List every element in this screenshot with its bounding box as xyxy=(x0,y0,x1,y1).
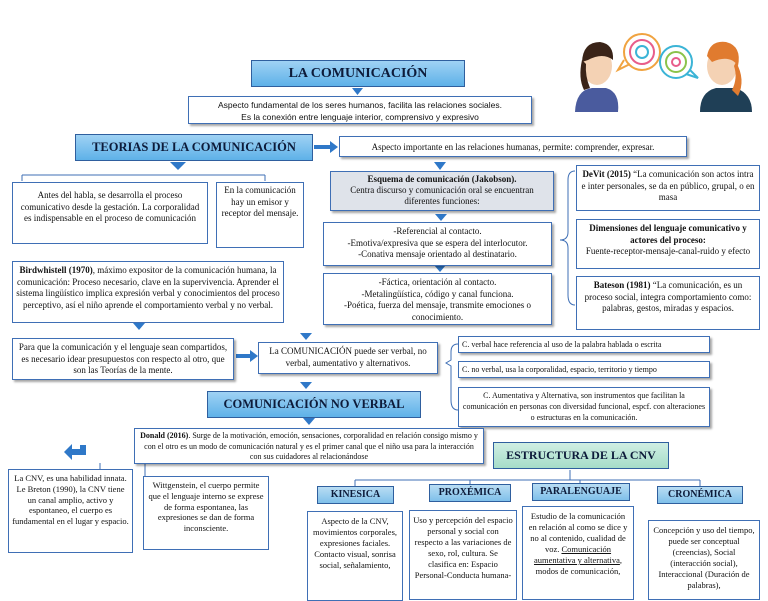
bateson-box: Bateson (1981) “La comunicación, es un p… xyxy=(576,276,760,330)
jakobson-title: Esquema de comunicación (Jakobson). xyxy=(367,174,516,184)
intro-line-1: Aspecto fundamental de los seres humanos… xyxy=(192,99,528,111)
proxemics-label: PROXÉMICA xyxy=(429,484,511,502)
donald-text: . Surge de la motivación, emoción, sensa… xyxy=(144,431,478,461)
birdwhistell-author: Birdwhistell (1970) xyxy=(20,265,93,275)
dimensions-title: Dimensiones del lenguaje comunicativo y … xyxy=(589,223,747,245)
function-referential: -Referencial al contacto. xyxy=(327,226,548,238)
jakobson-functions-2: -Fáctica, orientación al contacto. -Meta… xyxy=(323,273,552,325)
main-title: LA COMUNICACIÓN xyxy=(251,60,465,87)
structure-title: ESTRUCTURA DE LA CNV xyxy=(493,442,669,469)
donald-author: Donald (2016) xyxy=(140,431,188,440)
kinesics-label: KINESICA xyxy=(317,486,394,504)
mind-theory-box: Para que la comunicación y el lenguaje s… xyxy=(12,338,234,380)
function-emotive: -Emotiva/expresiva que se espera del int… xyxy=(327,238,548,250)
function-phatic: -Fáctica, orientación al contacto. xyxy=(327,277,548,289)
function-metalinguistic: -Metalingüística, código y canal funcion… xyxy=(327,289,548,301)
intro-line-2: Es la conexión entre lenguaje interior, … xyxy=(192,111,528,123)
augmentative-box: C. Aumentativa y Alternativa, son instru… xyxy=(458,387,710,427)
theories-title: TEORIAS DE LA COMUNICACIÓN xyxy=(75,134,313,161)
paralanguage-label: PARALENGUAJE xyxy=(532,483,630,501)
intro-box: Aspecto fundamental de los seres humanos… xyxy=(188,96,532,124)
devit-author: DeVit (2015) xyxy=(582,169,630,179)
sender-receiver-box: En la comunicación hay un emisor y recep… xyxy=(216,182,304,248)
bateson-author: Bateson (1981) xyxy=(594,280,651,290)
jakobson-text: Centra discurso y comunicación oral se e… xyxy=(334,185,550,207)
function-poetic: -Poética, fuerza del mensaje, transmite … xyxy=(327,300,548,323)
dimensions-box: Dimensiones del lenguaje comunicativo y … xyxy=(576,219,760,269)
cnv-title: COMUNICACIÓN NO VERBAL xyxy=(207,391,421,418)
proxemics-box: Uso y percepción del espacio personal y … xyxy=(409,510,517,600)
kinesics-box: Aspecto de la CNV, movimientos corporale… xyxy=(307,511,403,601)
birdwhistell-box: Birdwhistell (1970), máximo expositor de… xyxy=(12,261,284,323)
before-speech-box: Antes del habla, se desarrolla el proces… xyxy=(12,182,208,244)
chronemics-label: CRONÉMICA xyxy=(657,486,743,504)
cnv-skill-box: La CNV, es una habilidad innata. Le Bret… xyxy=(8,469,133,553)
function-conative: -Conativa mensaje orientado al destinata… xyxy=(327,249,548,261)
theories-note: Aspecto importante en las relaciones hum… xyxy=(339,136,687,157)
communication-types-box: La COMUNICACIÓN puede ser verbal, no ver… xyxy=(258,342,438,374)
donald-box: Donald (2016). Surge de la motivación, e… xyxy=(134,428,484,464)
nonverbal-box: C. no verbal, usa la corporalidad, espac… xyxy=(458,361,710,378)
paralanguage-box: Estudio de la comunicación en relación a… xyxy=(522,506,634,600)
verbal-box: C. verbal hace referencia al uso de la p… xyxy=(458,336,710,353)
devit-box: DeVit (2015) “La comunicación son actos … xyxy=(576,165,760,211)
jakobson-functions-1: -Referencial al contacto. -Emotiva/expre… xyxy=(323,222,552,266)
chronemics-box: Concepción y uso del tiempo, puede ser c… xyxy=(648,520,760,600)
wittgenstein-box: Wittgenstein, el cuerpo permite que el l… xyxy=(143,476,269,550)
dimensions-text: Fuente-receptor-mensaje-canal-ruido y ef… xyxy=(580,246,756,258)
jakobson-box: Esquema de comunicación (Jakobson). Cent… xyxy=(330,171,554,211)
